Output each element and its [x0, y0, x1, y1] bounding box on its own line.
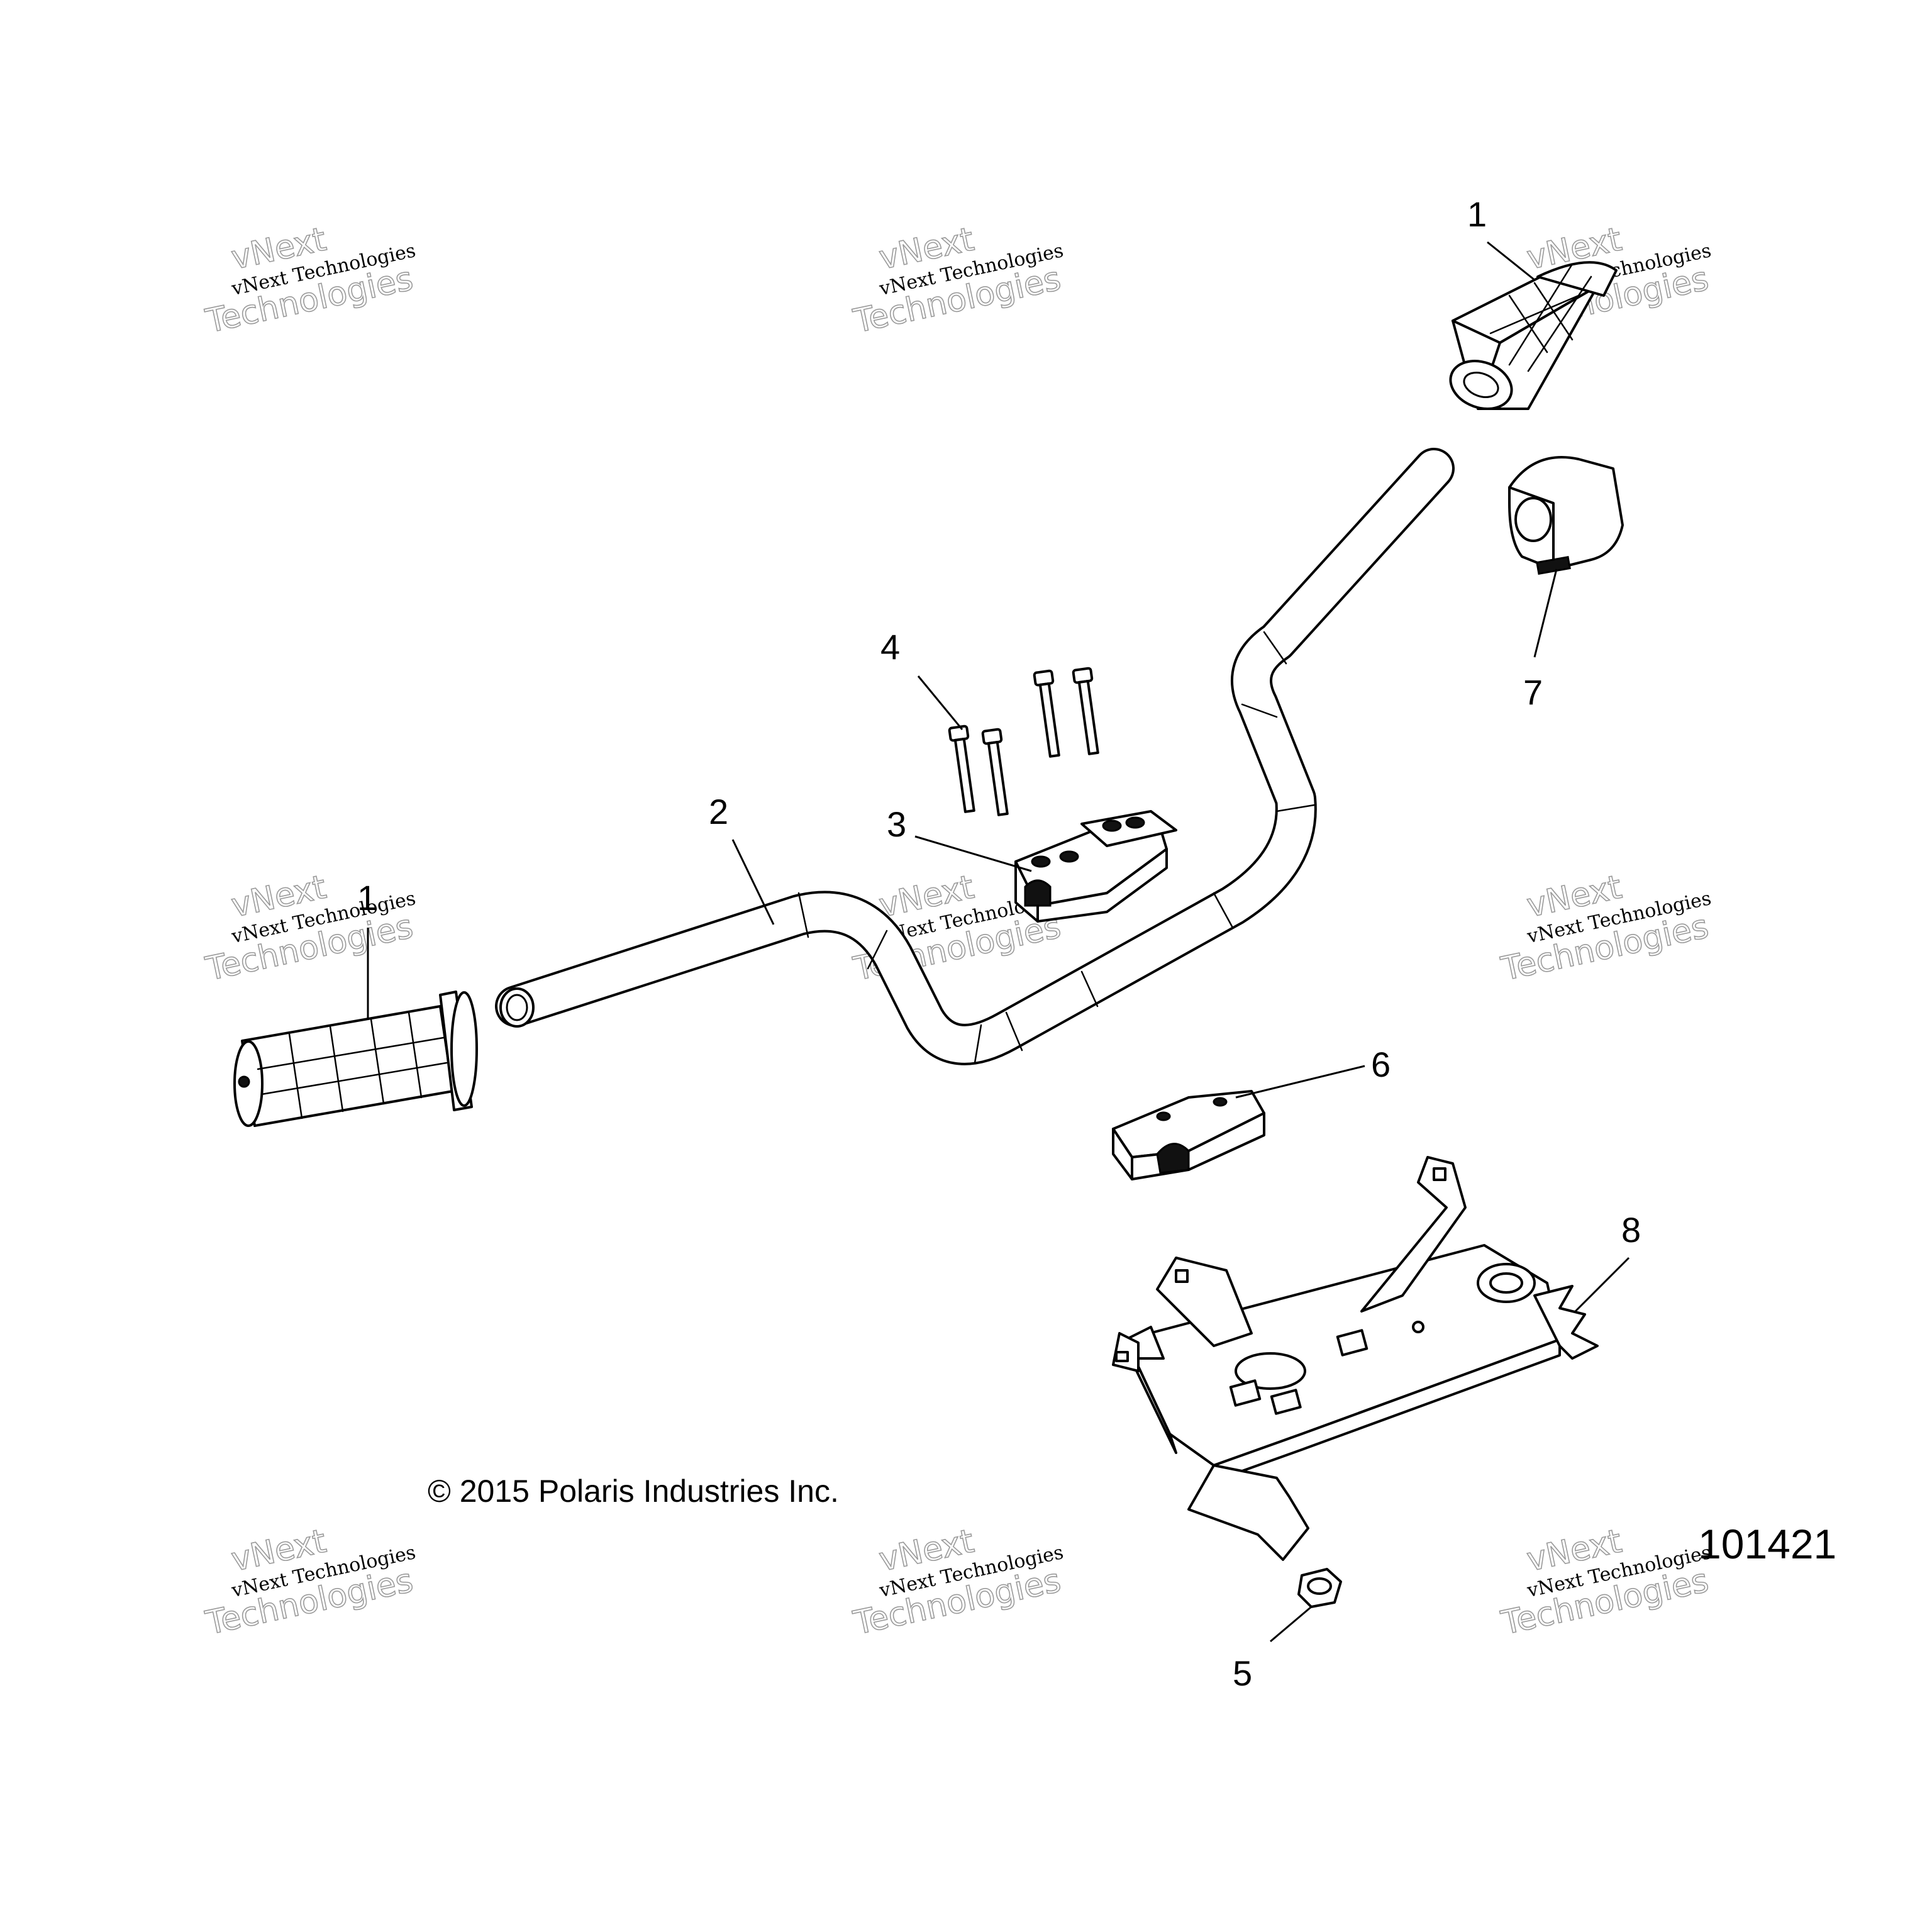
callout-grip-right: 1 [1467, 194, 1487, 234]
callout-grip-left: 1 [357, 878, 377, 918]
watermark-top-center: vNext vNext Technologies Technologies [850, 220, 1065, 341]
clamp-upper [1014, 810, 1177, 923]
handlebar [495, 448, 1455, 1065]
mount-bracket [1112, 1156, 1599, 1561]
callout-bolts: 4 [880, 627, 900, 667]
watermark-bottom-left: vNext vNext Technologies Technologies [202, 1522, 418, 1643]
grip-right [1449, 261, 1618, 410]
diagram-number: 101421 [1698, 1521, 1836, 1567]
clamp-lower [1112, 1090, 1265, 1180]
switch-housing [1508, 456, 1624, 575]
nut [1297, 1568, 1342, 1608]
callout-bracket: 8 [1621, 1210, 1641, 1250]
bolt [1033, 669, 1060, 758]
leader-lines [367, 241, 1630, 1643]
callout-nut: 5 [1233, 1653, 1252, 1693]
watermark-mid-right: vNext vNext Technologies Technologies [1497, 868, 1713, 989]
grip-left [233, 991, 478, 1127]
callout-handlebar: 2 [709, 792, 728, 831]
copyright-notice: © 2015 Polaris Industries Inc. [428, 1474, 839, 1509]
watermark-top-left: vNext vNext Technologies Technologies [202, 220, 418, 341]
callout-switch: 7 [1523, 672, 1543, 712]
watermark-bottom-right: vNext vNext Technologies Technologies [1497, 1522, 1713, 1643]
watermark-mid-left: vNext vNext Technologies Technologies [202, 868, 418, 989]
bolts [948, 667, 1099, 816]
watermark-bottom-center: vNext vNext Technologies Technologies [850, 1522, 1065, 1643]
callout-clamp-lower: 6 [1371, 1045, 1391, 1084]
bolt [981, 728, 1009, 816]
bolt [948, 724, 975, 813]
callout-clamp-upper: 3 [887, 804, 906, 844]
bolt [1072, 667, 1099, 755]
